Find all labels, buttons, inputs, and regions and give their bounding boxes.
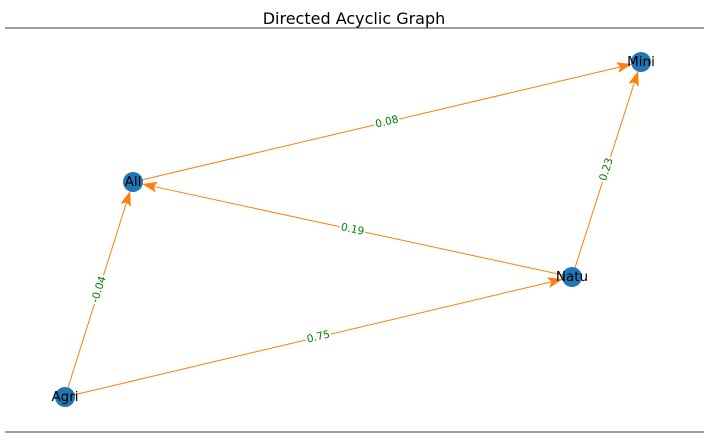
- graph-title: Directed Acyclic Graph: [263, 9, 446, 28]
- edge-weight-label: -0.04: [89, 274, 109, 304]
- node-label-agri: Agri: [51, 389, 78, 405]
- edge-agri-natu: [64, 277, 563, 398]
- edge-line: [64, 201, 128, 398]
- arrowhead: [615, 62, 632, 73]
- edge-line: [571, 81, 636, 278]
- node-all: [123, 172, 143, 192]
- node-layer: [55, 52, 651, 407]
- edge-weight-label: 0.08: [374, 113, 400, 130]
- plot-frame: [5, 27, 704, 433]
- arrowhead: [546, 277, 563, 288]
- arrowhead: [628, 70, 639, 88]
- node-natu: [562, 267, 582, 287]
- edge-weight-label: 0.19: [340, 221, 365, 238]
- edge-line: [64, 281, 552, 398]
- node-label-mini: Mini: [627, 54, 655, 70]
- edge-natu-mini: [571, 70, 639, 278]
- node-mini: [631, 52, 651, 72]
- edge-weight-label: 0.75: [306, 328, 332, 345]
- node-label-all: All: [125, 174, 142, 190]
- arrowhead: [120, 190, 131, 208]
- edge-layer: [64, 62, 639, 398]
- edge-line: [132, 66, 621, 183]
- edge-line: [153, 185, 573, 278]
- node-agri: [55, 387, 75, 407]
- edge-natu-all: [142, 181, 573, 278]
- edge-agri-all: [64, 190, 131, 398]
- node-label-natu: Natu: [556, 269, 588, 285]
- arrowhead: [142, 181, 159, 193]
- edge-all-mini: [132, 62, 632, 183]
- edge-label-layer: -0.04 0.75 0.19 0.08 0.23: [87, 111, 618, 347]
- edge-weight-label: 0.23: [597, 157, 616, 183]
